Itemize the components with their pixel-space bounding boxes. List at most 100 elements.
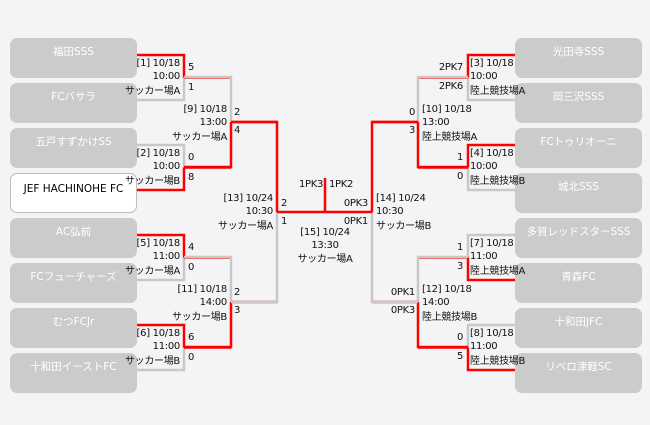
match-time: 10:30 xyxy=(376,206,404,217)
match-venue: サッカー場B xyxy=(124,176,180,187)
match-venue: サッカー場B xyxy=(376,221,432,232)
score: 1 xyxy=(456,242,463,253)
match-venue: 陸上競技場B xyxy=(470,356,526,367)
team-box[interactable]: JEF HACHINOHE FC xyxy=(10,173,137,213)
m4-line-top xyxy=(466,143,515,168)
match-time: 14:00 xyxy=(199,297,228,308)
match-venue: サッカー場A xyxy=(297,254,353,265)
team-box[interactable]: 多賀レッドスターSSS xyxy=(515,218,642,258)
score: 3 xyxy=(408,125,415,136)
m11-line-bottom xyxy=(184,302,233,349)
match-time: 10:30 xyxy=(245,206,274,217)
m12-line-bottom xyxy=(416,302,468,349)
score: 2 xyxy=(234,287,241,298)
team-box[interactable]: リベロ津軽SC xyxy=(515,353,642,393)
m1-line-top xyxy=(137,53,186,78)
m14-line-bottom xyxy=(370,212,418,304)
score: 0PK3 xyxy=(343,198,368,209)
score: 2PK6 xyxy=(438,81,463,92)
match-venue: サッカー場A xyxy=(171,132,227,143)
m7-line-top xyxy=(466,233,515,258)
match-label: [3] 10/18 xyxy=(470,58,514,69)
match-venue: 陸上競技場A xyxy=(422,132,478,143)
m11-line-top xyxy=(184,255,233,302)
match-venue: サッカー場B xyxy=(124,356,180,367)
m5-line-bottom xyxy=(137,257,186,282)
match-venue: サッカー場A xyxy=(124,86,180,97)
team-box[interactable]: 福田SSS xyxy=(10,38,137,78)
score: 1PK2 xyxy=(329,179,354,190)
team-box[interactable]: 十和田イーストFC xyxy=(10,353,137,393)
match-time: 11:00 xyxy=(470,251,498,262)
match-label: [6] 10/18 xyxy=(136,328,181,339)
team-box[interactable]: 青森FC xyxy=(515,263,642,303)
m2-line-top xyxy=(137,143,186,168)
m2-line-bottom xyxy=(137,167,186,192)
match-time: 10:00 xyxy=(470,71,498,82)
m9-line-bottom xyxy=(184,122,233,169)
team-box[interactable]: FCバサラ xyxy=(10,83,137,123)
match-label: [14] 10/24 xyxy=(376,193,426,204)
team-box[interactable]: 光田寺SSS xyxy=(515,38,642,78)
team-box[interactable]: 岡三沢SSS xyxy=(515,83,642,123)
m14-line-top xyxy=(370,120,418,212)
match-label: [2] 10/18 xyxy=(136,148,181,159)
match-label: [10] 10/18 xyxy=(422,104,472,115)
match-time: 11:00 xyxy=(152,341,181,352)
match-label: [9] 10/18 xyxy=(183,104,228,115)
score: 0 xyxy=(188,152,195,163)
team-box[interactable]: AC弘前 xyxy=(10,218,137,258)
match-venue: 陸上競技場B xyxy=(422,312,478,323)
match-time: 13:00 xyxy=(199,117,228,128)
match-label: [11] 10/18 xyxy=(177,284,227,295)
score: 0PK1 xyxy=(343,216,368,227)
m13-line-top xyxy=(231,120,279,212)
m8-line-bottom xyxy=(466,347,515,372)
score: 6 xyxy=(188,332,195,343)
score: 1 xyxy=(188,82,195,93)
team-box[interactable]: FCフューチャーズ xyxy=(10,263,137,303)
team-box[interactable]: 城北SSS xyxy=(515,173,642,213)
team-box[interactable]: 五戸すずかけSS xyxy=(10,128,137,168)
match-venue: 陸上競技場A xyxy=(470,266,526,277)
m3-line-top xyxy=(466,53,515,78)
match-venue: サッカー場A xyxy=(124,266,180,277)
m13-line-bottom xyxy=(231,212,279,304)
team-box[interactable]: FCトゥリオーニ xyxy=(515,128,642,168)
match-time: 13:00 xyxy=(422,117,450,128)
score: 2 xyxy=(281,198,288,209)
m10-line-bottom xyxy=(416,122,468,169)
m6-line-bottom xyxy=(137,347,186,372)
match-label: [8] 10/18 xyxy=(470,328,514,339)
m7-line-bottom xyxy=(466,257,515,282)
match-venue: サッカー場A xyxy=(217,221,273,232)
m6-line-top xyxy=(137,323,186,348)
score: 0 xyxy=(188,262,195,273)
match-time: 13:30 xyxy=(311,240,339,251)
score: 5 xyxy=(188,62,195,73)
score: 1 xyxy=(456,152,463,163)
match-label: [5] 10/18 xyxy=(136,238,181,249)
team-box[interactable]: むつFCJr xyxy=(10,308,137,348)
match-label: [13] 10/24 xyxy=(223,193,273,204)
match-time: 11:00 xyxy=(152,251,181,262)
score: 3 xyxy=(456,261,463,272)
match-label: [12] 10/18 xyxy=(422,284,472,295)
match-time: 10:00 xyxy=(470,161,498,172)
team-box[interactable]: 十和田JFC xyxy=(515,308,642,348)
match-venue: サッカー場B xyxy=(171,312,227,323)
m1-line-bottom xyxy=(137,77,186,102)
match-label: [1] 10/18 xyxy=(136,58,181,69)
score: 1PK3 xyxy=(299,179,324,190)
match-time: 11:00 xyxy=(470,341,498,352)
score: 0 xyxy=(408,107,415,118)
match-label: [15] 10/24 xyxy=(300,227,350,238)
score: 0 xyxy=(456,171,463,182)
m5-line-top xyxy=(137,233,186,258)
match-label: [4] 10/18 xyxy=(470,148,514,159)
score: 2 xyxy=(234,107,241,118)
score: 4 xyxy=(234,125,241,136)
score: 0PK3 xyxy=(390,305,415,316)
